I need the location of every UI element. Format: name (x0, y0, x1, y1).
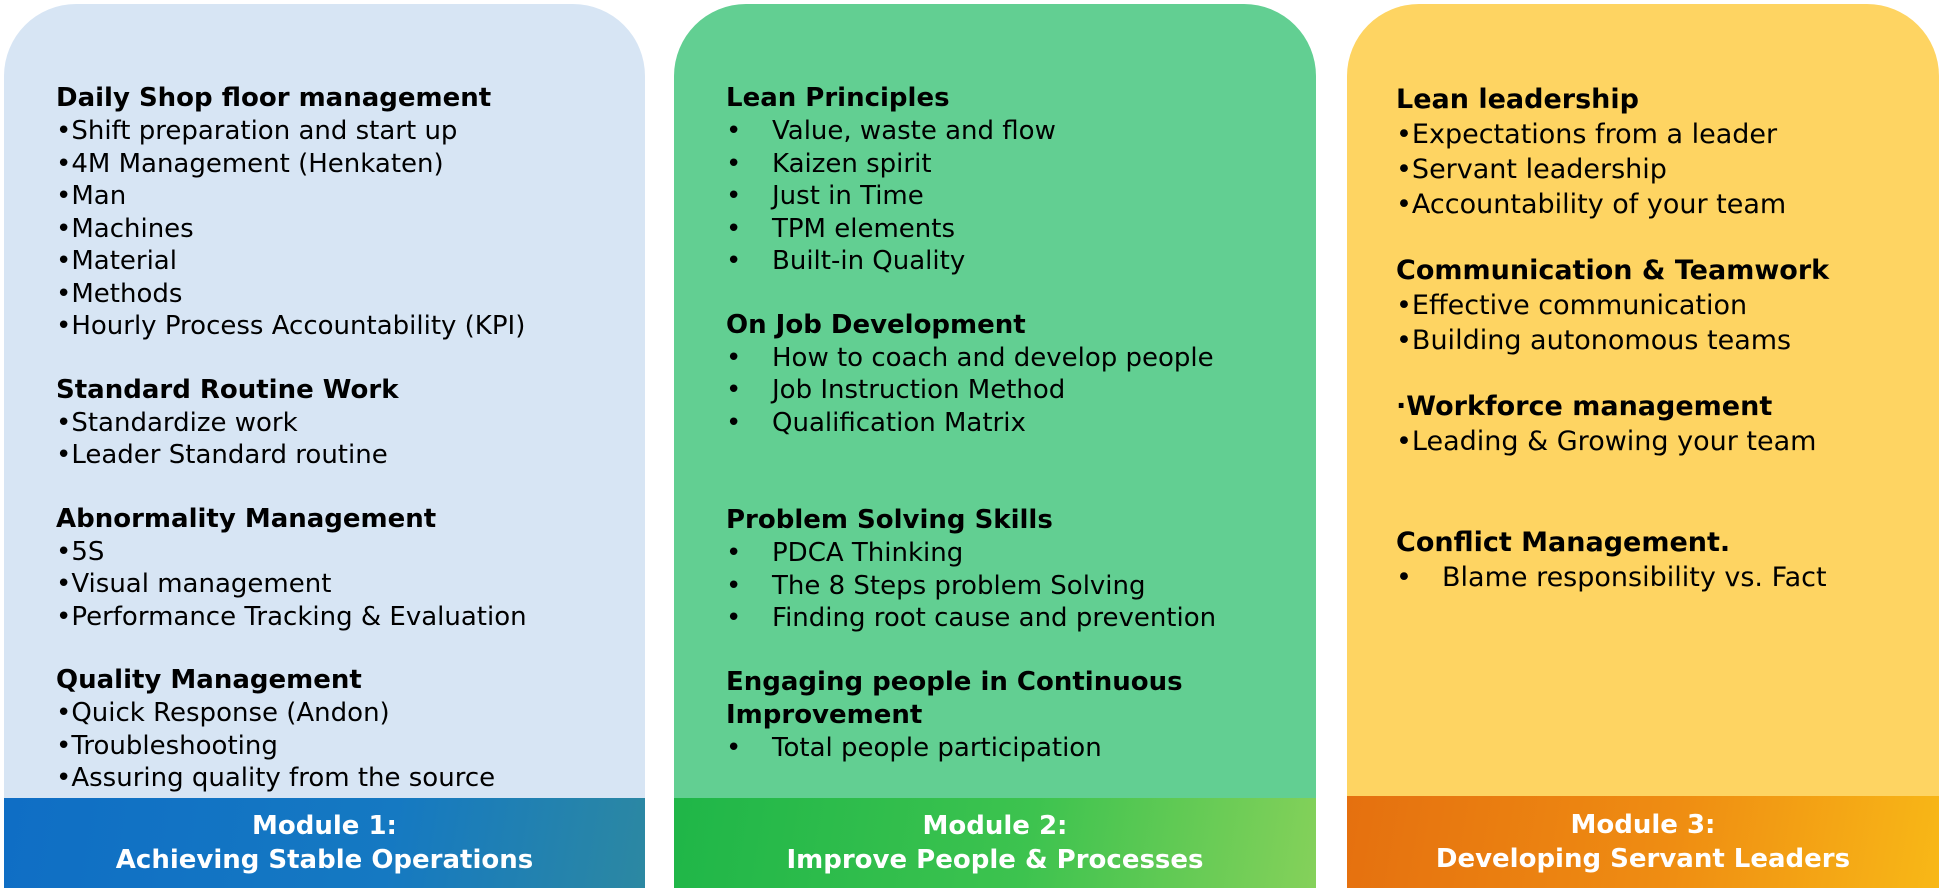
list-item: •4M Management (Henkaten) (56, 148, 444, 179)
module-1-subtitle: Achieving Stable Operations (115, 845, 534, 875)
list-item: How to coach and develop people (726, 342, 1296, 375)
list-item: PDCA Thinking (726, 537, 1296, 570)
module-1-label: Module 1: (252, 811, 397, 841)
section-quality-management: Quality Management •Quick Response (Ando… (56, 664, 625, 795)
section-title: Engaging people in Continuous (726, 666, 1183, 697)
section-title: Daily Shop floor management (56, 83, 492, 113)
section-lean-principles: Lean Principles Value, waste and flow Ka… (726, 82, 1296, 278)
module-3-label: Module 3: (1570, 810, 1716, 840)
section-title: Standard Routine Work (56, 374, 399, 405)
list-item: •Expectations from a leader (1396, 119, 1778, 150)
module-2-column: Lean Principles Value, waste and flow Ka… (674, 4, 1316, 888)
list-item: The 8 Steps problem Solving (726, 570, 1296, 603)
section-abnormality-management: Abnormality Management •5S •Visual manag… (56, 503, 625, 634)
list-item: •Building autonomous teams (1396, 325, 1792, 356)
section-title: Improvement (726, 699, 923, 730)
module-1-banner: Module 1: Achieving Stable Operations (4, 798, 645, 888)
list-item: Built-in Quality (726, 245, 1296, 278)
module-3-column: Lean leadership •Expectations from a lea… (1347, 4, 1939, 888)
section-title: Quality Management (56, 665, 362, 695)
list-item: •Assuring quality from the source (56, 763, 496, 793)
section-title: Lean leadership (1396, 84, 1639, 115)
module-2-banner: Module 2: Improve People & Processes (674, 798, 1316, 888)
list-item: •Leader Standard routine (56, 440, 388, 470)
module-2-content: Lean Principles Value, waste and flow Ka… (726, 82, 1296, 795)
section-title: Abnormality Management (56, 503, 437, 534)
list-item: •Accountability of your team (1396, 189, 1787, 220)
list-item: •Hourly Process Accountability (KPI) (56, 311, 526, 341)
section-conflict-management: Conflict Management. Blame responsibilit… (1396, 525, 1919, 595)
list-item: •Quick Response (Andon) (56, 698, 390, 728)
list-item: Total people participation (726, 732, 1296, 765)
list-item: •Shift preparation and start up (56, 116, 458, 146)
list-item: Finding root cause and prevention (726, 602, 1296, 635)
list-item: •Leading & Growing your team (1396, 426, 1817, 457)
module-1-card (4, 4, 645, 888)
list-item: •Servant leadership (1396, 154, 1667, 185)
list-item: •Standardize work (56, 407, 298, 438)
module-3-banner: Module 3: Developing Servant Leaders (1347, 796, 1939, 888)
section-engaging-people: Engaging people in Continuous Improvemen… (726, 666, 1296, 765)
list-item: •Man (56, 181, 127, 211)
list-item: Blame responsibility vs. Fact (1396, 560, 1919, 595)
module-3-card (1347, 4, 1939, 888)
list-item: •Methods (56, 278, 183, 309)
list-item: Value, waste and flow (726, 115, 1296, 148)
section-title: Communication & Teamwork (1396, 255, 1830, 286)
module-1-column: Daily Shop floor management •Shift prepa… (4, 4, 645, 888)
section-title: On Job Development (726, 309, 1026, 340)
list-item: •Visual management (56, 569, 332, 599)
list-item: Job Instruction Method (726, 374, 1296, 407)
list-item: •5S (56, 536, 105, 567)
list-item: •Effective communication (1396, 290, 1748, 321)
section-workforce-management: ·Workforce management •Leading & Growing… (1396, 389, 1919, 459)
list-item: •Material (56, 246, 177, 276)
section-communication-teamwork: Communication & Teamwork •Effective comm… (1396, 253, 1919, 358)
section-title: Lean Principles (726, 83, 950, 113)
module-3-content: Lean leadership •Expectations from a lea… (1396, 82, 1919, 626)
module-3-subtitle: Developing Servant Leaders (1435, 844, 1851, 874)
section-lean-leadership: Lean leadership •Expectations from a lea… (1396, 82, 1919, 222)
list-item: •Performance Tracking & Evaluation (56, 601, 527, 632)
list-item: Just in Time (726, 180, 1296, 213)
module-2-label: Module 2: (922, 811, 1068, 841)
section-title: ·Workforce management (1396, 391, 1773, 422)
list-item: •Troubleshooting (56, 730, 278, 761)
section-problem-solving-skills: Problem Solving Skills PDCA Thinking The… (726, 504, 1296, 635)
section-title: Problem Solving Skills (726, 505, 1053, 535)
section-daily-shop-floor: Daily Shop floor management •Shift prepa… (56, 82, 625, 343)
list-item: TPM elements (726, 213, 1296, 246)
section-standard-routine-work: Standard Routine Work •Standardize work … (56, 374, 625, 472)
list-item: Kaizen spirit (726, 148, 1296, 181)
module-1-content: Daily Shop floor management •Shift prepa… (56, 82, 625, 826)
section-title: Conflict Management. (1396, 527, 1731, 558)
section-on-job-development: On Job Development How to coach and deve… (726, 309, 1296, 440)
module-2-subtitle: Improve People & Processes (786, 845, 1204, 875)
list-item: •Machines (56, 213, 194, 244)
list-item: Qualification Matrix (726, 407, 1296, 440)
